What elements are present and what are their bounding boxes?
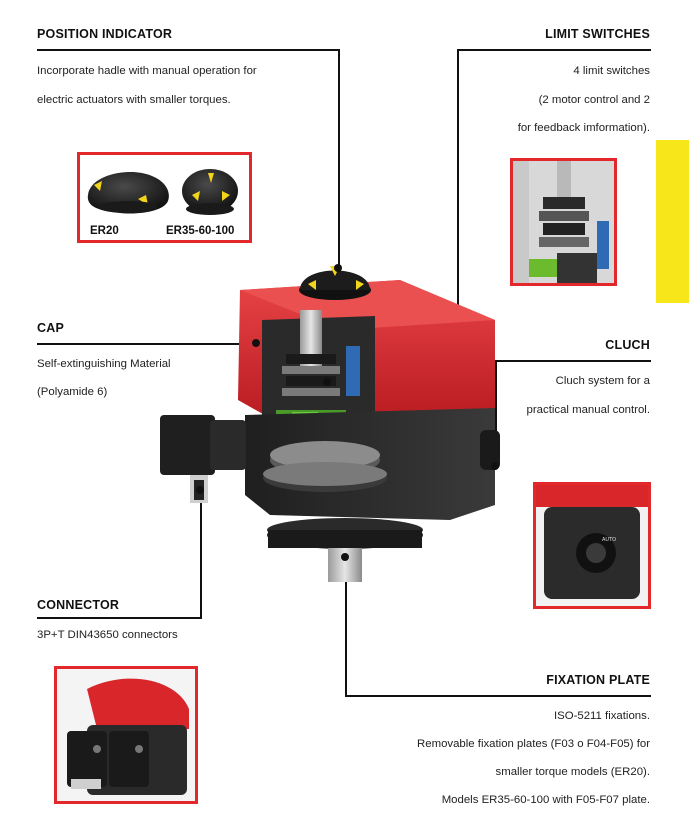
position-indicator-dot (334, 264, 342, 272)
connector-image (57, 669, 195, 801)
limit-switches-line-2: (2 motor control and 2 (538, 94, 650, 106)
connector-rule (37, 617, 202, 619)
limit-switches-inset (510, 158, 617, 286)
actuator-illustration (160, 266, 500, 582)
limit-switches-heading: LIMIT SWITCHES (545, 27, 650, 41)
cap-rule (37, 343, 256, 345)
cap-heading: CAP (37, 321, 64, 335)
fixation-plate-dot (341, 553, 349, 561)
cap-line-1: Self-extinguishing Material (37, 358, 171, 370)
cluch-image: AUTO (536, 485, 648, 606)
connector-leader (200, 490, 202, 618)
cluch-rule (496, 360, 651, 362)
fixation-plate-line-2: Removable fixation plates (F03 o F04-F05… (417, 738, 650, 750)
cluch-line-1: Cluch system for a (555, 375, 650, 387)
er20-label: ER20 (90, 225, 119, 237)
position-indicator-line-2: electric actuators with smaller torques. (37, 94, 231, 106)
connector-line-1: 3P+T DIN43650 connectors (37, 629, 178, 641)
limit-switches-image (513, 161, 614, 283)
cluch-leader (495, 360, 497, 466)
cluch-inset: AUTO (533, 482, 651, 609)
limit-switches-leader (457, 49, 459, 383)
er35-knob-image (182, 169, 238, 215)
svg-text:AUTO: AUTO (602, 537, 616, 543)
connector-inset (54, 666, 198, 804)
position-indicator-heading: POSITION INDICATOR (37, 27, 173, 41)
position-indicator-inset: ER20 ER35-60-100 (77, 152, 252, 243)
fixation-plate-leader (345, 557, 347, 696)
limit-switches-rule (458, 49, 651, 51)
fixation-plate-line-1: ISO-5211 fixations. (553, 710, 650, 722)
fixation-plate-line-3: smaller torque models (ER20). (495, 766, 650, 778)
cluch-line-2: practical manual control. (526, 404, 650, 416)
position-indicator-leader (338, 49, 340, 268)
handle-images (87, 169, 238, 215)
limit-switches-dot (323, 378, 331, 386)
limit-switches-line-3: for feedback imformation). (517, 122, 650, 134)
er20-handle-image (87, 171, 169, 214)
fixation-plate-rule (345, 695, 651, 697)
cap-line-2: (Polyamide 6) (37, 386, 108, 398)
fixation-plate-line-4: Models ER35-60-100 with F05-F07 plate. (441, 794, 650, 806)
er35-label: ER35-60-100 (166, 225, 235, 237)
connector-heading: CONNECTOR (37, 598, 120, 612)
cap-dot (252, 339, 260, 347)
position-indicator-line-1: Incorporate hadle with manual operation … (37, 65, 257, 77)
side-tab (656, 140, 689, 303)
cluch-heading: CLUCH (605, 338, 650, 352)
limit-switches-line-1: 4 limit switches (573, 65, 650, 77)
position-indicator-rule (37, 49, 339, 51)
fixation-plate-heading: FIXATION PLATE (546, 673, 650, 687)
connector-dot (196, 486, 204, 494)
cluch-dot (491, 462, 499, 470)
